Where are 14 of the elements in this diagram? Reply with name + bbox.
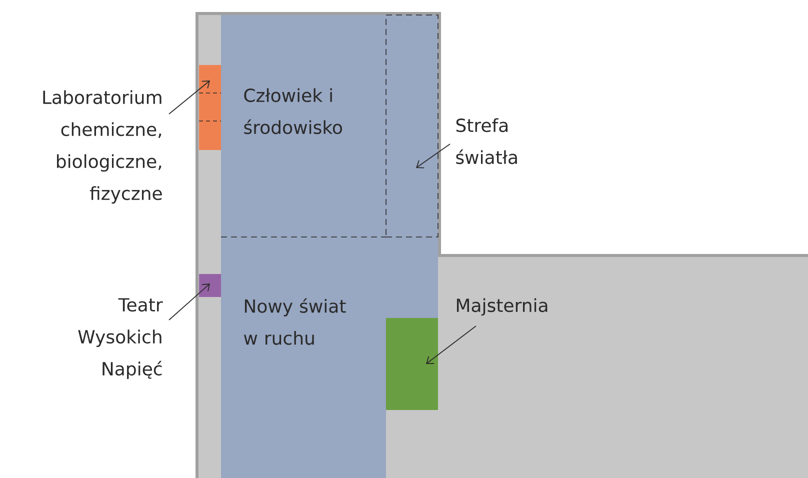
- room-label: Strefa światła: [456, 118, 517, 164]
- room-label: Majsternia: [456, 298, 548, 316]
- room-label: Laboratorium chemiczne, biologiczne, fizyczne: [43, 90, 162, 204]
- room-label: Człowiek i środowisko: [244, 88, 342, 134]
- exhibit-room: [199, 274, 221, 297]
- exhibit-room: [386, 318, 438, 410]
- leader-line: [426, 326, 476, 364]
- light-zone: [386, 14, 438, 238]
- leader-line: [168, 80, 210, 114]
- room-label: Nowy świat w ruchu: [244, 298, 346, 345]
- leader-line: [416, 144, 450, 168]
- leader-line: [168, 284, 210, 320]
- exhibit-room: [199, 65, 221, 150]
- room-label: Teatr Wysokich Napięć: [78, 298, 163, 380]
